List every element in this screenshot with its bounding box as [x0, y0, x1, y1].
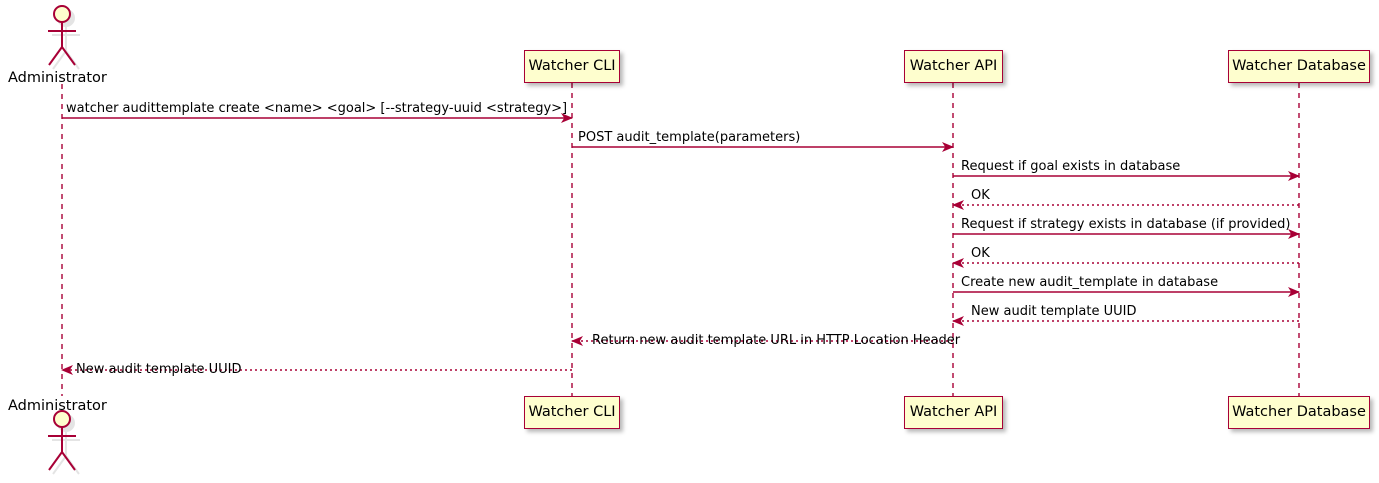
actor-figure-administrator-bottom [48, 410, 80, 475]
actor-leg-right [61, 451, 76, 471]
actor-body [48, 410, 76, 471]
actor-leg-left [48, 451, 63, 471]
participant-box-watcher-api-top: Watcher API [904, 50, 1003, 83]
message-label-5: OK [971, 246, 990, 261]
actor-body [48, 5, 76, 66]
actor-head-icon [53, 5, 71, 23]
actor-label-administrator-bottom: Administrator [8, 398, 107, 414]
message-label-3: OK [971, 188, 990, 203]
message-label-7: New audit template UUID [971, 304, 1137, 319]
actor-leg-right [61, 46, 76, 66]
actor-leg-left [52, 50, 67, 70]
message-label-6: Create new audit_template in database [961, 275, 1219, 290]
actor-leg-left [48, 46, 63, 66]
message-label-2: Request if goal exists in database [961, 159, 1181, 174]
actor-leg-left [52, 455, 67, 475]
actor-figure-administrator [48, 5, 80, 70]
participant-box-watcher-database-bottom: Watcher Database [1228, 396, 1370, 429]
participant-box-watcher-database-top: Watcher Database [1228, 50, 1370, 83]
message-label-9: New audit template UUID [76, 362, 242, 377]
participant-box-watcher-cli-bottom: Watcher CLI [524, 396, 620, 429]
participant-box-watcher-api-bottom: Watcher API [904, 396, 1003, 429]
actor-label-administrator-top: Administrator [8, 70, 107, 86]
participant-box-watcher-cli-top: Watcher CLI [524, 50, 620, 83]
message-label-8: Return new audit template URL in HTTP Lo… [592, 333, 961, 348]
message-arrows-group [61, 113, 1300, 375]
message-label-0: watcher audittemplate create <name> <goa… [66, 101, 568, 116]
message-label-4: Request if strategy exists in database (… [961, 217, 1291, 232]
actor-figures-group [48, 5, 80, 475]
message-label-1: POST audit_template(parameters) [578, 130, 801, 145]
